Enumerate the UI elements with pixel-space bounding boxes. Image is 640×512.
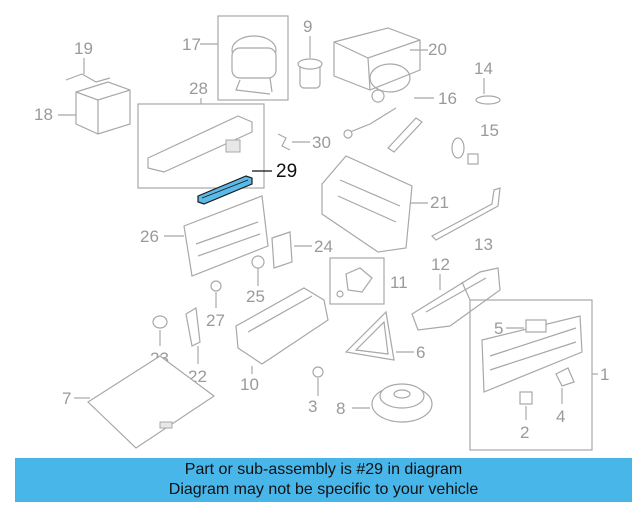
part-1-assembly[interactable] — [469, 299, 593, 451]
part-7-mat[interactable] — [87, 355, 216, 449]
info-banner: Part or sub-assembly is #29 in diagram D… — [15, 458, 632, 502]
callout-25[interactable]: 25 — [246, 287, 265, 306]
part-14-ring[interactable] — [475, 95, 501, 105]
callout-9[interactable]: 9 — [303, 17, 312, 36]
callout-16[interactable]: 16 — [438, 89, 457, 108]
part-15-hook[interactable] — [451, 137, 479, 165]
callout-6[interactable]: 6 — [416, 343, 425, 362]
callout-14[interactable]: 14 — [474, 59, 493, 78]
part-11-tool[interactable] — [329, 257, 385, 305]
part-26-panel[interactable] — [183, 195, 269, 277]
part-21-tray[interactable] — [321, 155, 413, 253]
part-18-block[interactable] — [75, 81, 131, 135]
part-27-clip[interactable] — [210, 280, 222, 292]
part-2-clip[interactable] — [519, 391, 533, 405]
part-screwdriver[interactable] — [387, 117, 423, 153]
part-8-spacer[interactable] — [371, 383, 433, 423]
part-30-clip[interactable] — [277, 133, 291, 151]
banner-line-2: Diagram may not be specific to your vehi… — [168, 481, 479, 498]
part-13-jack-handle[interactable] — [431, 187, 501, 241]
callout-5[interactable]: 5 — [494, 319, 503, 338]
callout-30[interactable]: 30 — [312, 133, 331, 152]
part-24-cover[interactable] — [271, 231, 293, 269]
part-16-wire[interactable] — [343, 107, 397, 139]
callout-17[interactable]: 17 — [182, 35, 201, 54]
callout-24[interactable]: 24 — [314, 237, 333, 256]
callout-7[interactable]: 7 — [62, 389, 71, 408]
callout-28[interactable]: 28 — [189, 79, 208, 98]
part-3-bolt[interactable] — [312, 366, 324, 378]
banner-line-1: Part or sub-assembly is #29 in diagram — [184, 461, 463, 478]
part-29-highlighted[interactable] — [197, 175, 253, 205]
callout-19[interactable]: 19 — [74, 39, 93, 58]
callout-13[interactable]: 13 — [474, 235, 493, 254]
callout-29[interactable]: 29 — [276, 161, 297, 182]
callout-4[interactable]: 4 — [556, 407, 565, 426]
part-23-grommet[interactable] — [152, 315, 168, 329]
callout-11[interactable]: 11 — [390, 273, 408, 292]
part-10-cover[interactable] — [235, 287, 329, 365]
callout-26[interactable]: 26 — [140, 227, 159, 246]
callout-15[interactable]: 15 — [480, 121, 499, 140]
callout-27[interactable]: 27 — [206, 311, 225, 330]
callout-20[interactable]: 20 — [428, 40, 447, 59]
callout-8[interactable]: 8 — [336, 399, 345, 418]
callout-21[interactable]: 21 — [430, 193, 449, 212]
callout-2[interactable]: 2 — [520, 423, 529, 442]
part-6-warning-triangle[interactable] — [344, 310, 395, 361]
part-9-valve[interactable] — [297, 36, 323, 89]
part-22-bracket[interactable] — [185, 307, 201, 347]
callout-10[interactable]: 10 — [240, 375, 259, 394]
callout-3[interactable]: 3 — [308, 397, 317, 416]
part-5-clip[interactable] — [525, 319, 547, 333]
part-20-compressor[interactable] — [333, 27, 421, 103]
part-12-jack[interactable] — [411, 267, 501, 331]
part-17-canister[interactable] — [217, 15, 289, 101]
callout-1[interactable]: 1 — [600, 365, 609, 384]
callout-18[interactable]: 18 — [34, 105, 53, 124]
part-25-clip[interactable] — [251, 255, 265, 269]
callout-12[interactable]: 12 — [431, 255, 450, 274]
part-19-strap[interactable] — [65, 73, 111, 83]
part-28-bracket[interactable] — [137, 103, 265, 189]
part-4-clip[interactable] — [555, 367, 575, 387]
